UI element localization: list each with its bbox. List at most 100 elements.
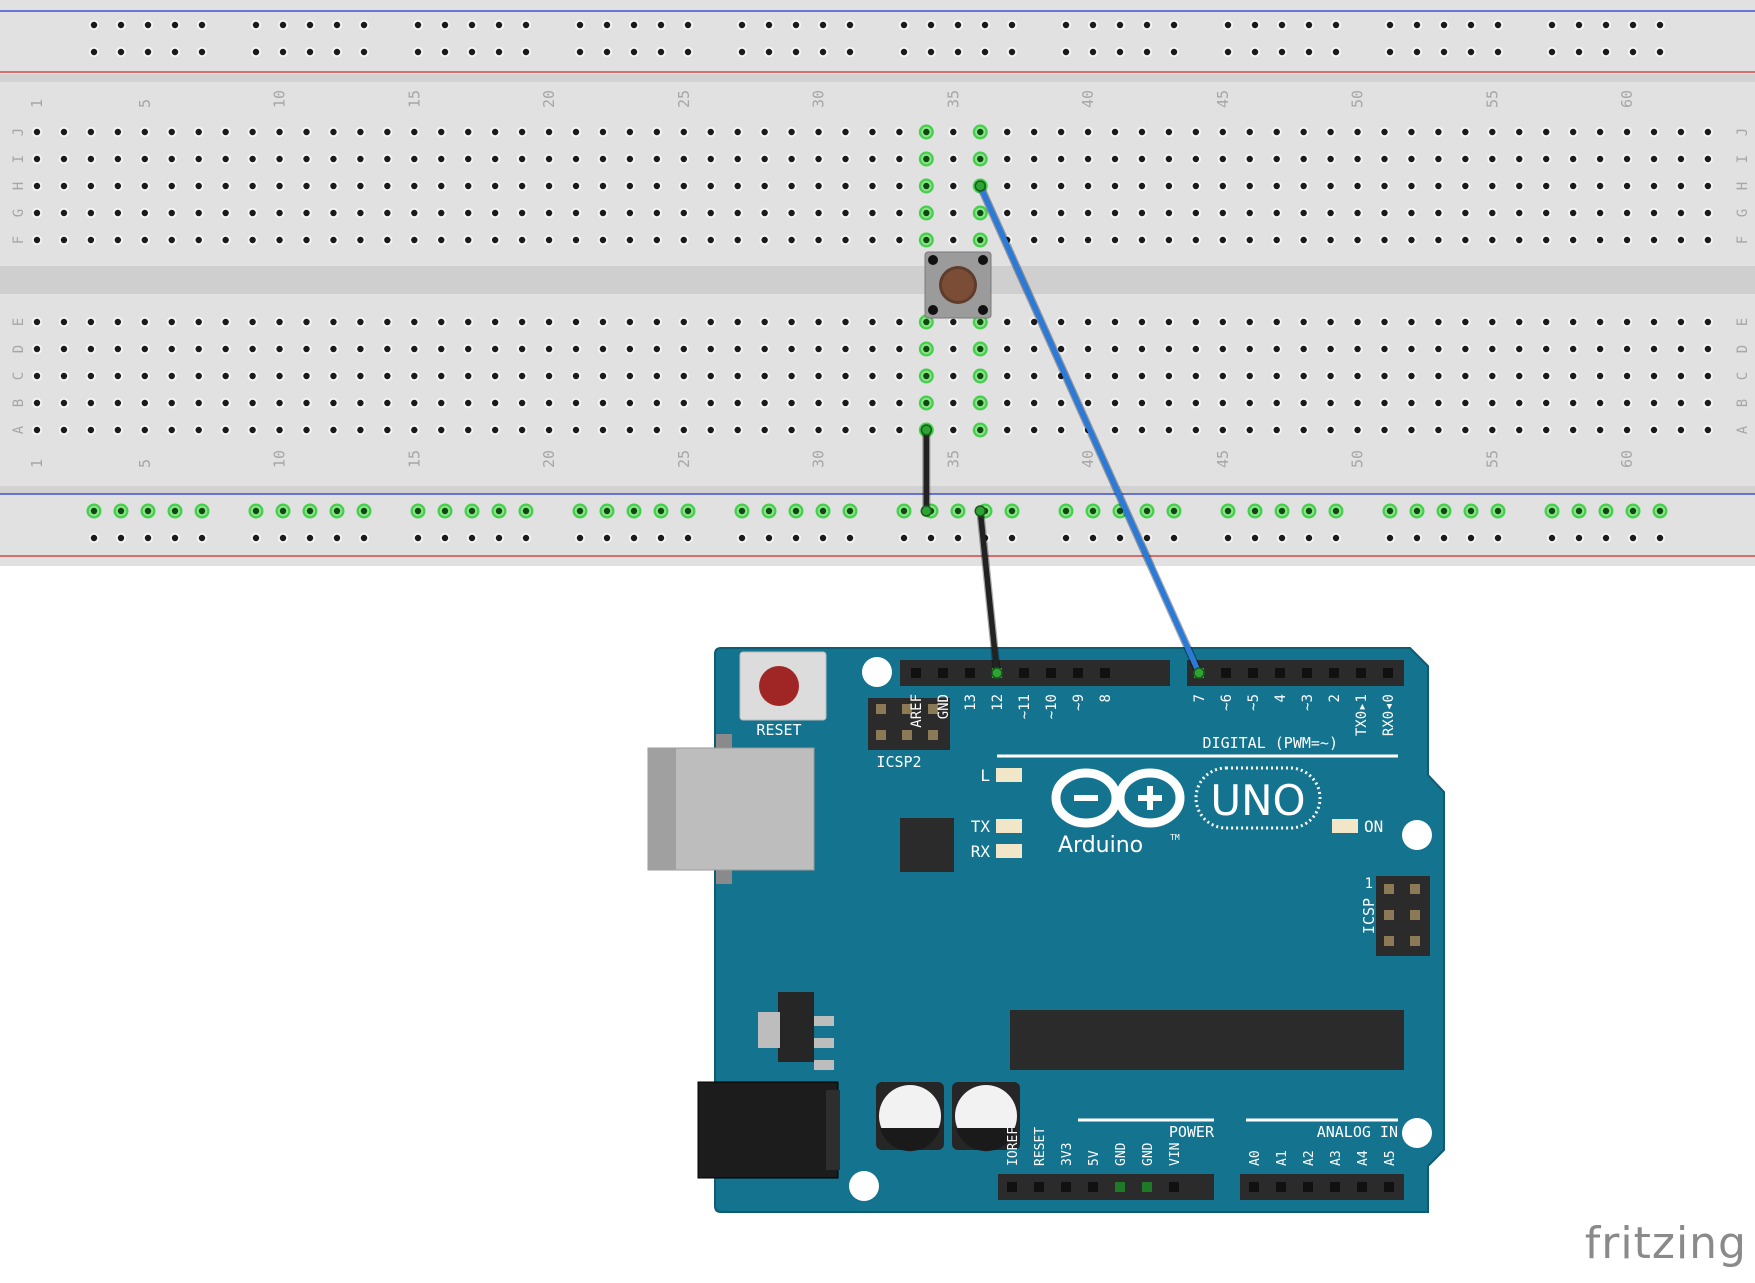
- hole-G43: [1165, 209, 1173, 217]
- rail-top-b-3-4: [684, 48, 692, 56]
- hole-H15: [411, 182, 418, 190]
- digital-socket-6: [1073, 668, 1083, 678]
- rail-top-a-7-3: [1305, 21, 1313, 29]
- rail-top-a-6-2: [1116, 21, 1124, 29]
- hole-H18: [491, 182, 499, 190]
- row-label-right-F: F: [1735, 236, 1751, 244]
- hole-D18: [491, 345, 499, 353]
- hole-E62: [1677, 318, 1685, 326]
- hole-A24: [653, 426, 661, 434]
- hole-C52: [1408, 372, 1415, 380]
- hole-A48: [1300, 426, 1307, 434]
- digital-socket-14: [1356, 668, 1366, 678]
- hole-C54: [1462, 372, 1469, 380]
- icsp-pin-0-2: [1384, 936, 1394, 946]
- hole-C45: [1219, 372, 1227, 380]
- hole-C13: [357, 372, 364, 380]
- hole-I41: [1111, 155, 1119, 163]
- hole-G24: [653, 209, 661, 217]
- rail-bottom-pos-4-0: [738, 534, 746, 542]
- black-jumper-wire-end-0: [920, 424, 933, 436]
- rail-top-a-5-3: [981, 21, 989, 29]
- rail-top-a-8-2: [1440, 21, 1448, 29]
- hole-H13: [357, 182, 364, 190]
- hole-B8: [222, 399, 229, 407]
- hole-G61: [1650, 209, 1658, 217]
- hole-I54: [1462, 155, 1469, 163]
- hole-F20: [545, 236, 553, 244]
- hole-C18: [491, 372, 499, 380]
- hole-A27: [734, 426, 741, 434]
- rail-top-b-2-0: [414, 48, 422, 56]
- digital-pin-label-5: ~10: [1044, 694, 1060, 719]
- hole-A53: [1435, 426, 1442, 434]
- rail-top-b-6-2: [1116, 48, 1124, 56]
- analog-socket-2: [1303, 1182, 1313, 1192]
- rail-top-b-4-4: [846, 48, 854, 56]
- hole-F57: [1543, 236, 1550, 244]
- hole-G40: [1084, 209, 1092, 217]
- hole-A35: [950, 426, 957, 434]
- hole-H11: [303, 182, 310, 190]
- hole-I1: [33, 155, 41, 163]
- hole-D2: [60, 345, 68, 353]
- hole-D37: [1004, 345, 1011, 353]
- rail-bottom-neg-9-2: [1602, 507, 1610, 515]
- digital-pin-label-2: 13: [963, 694, 979, 711]
- column-label-top-20: 20: [540, 90, 558, 108]
- hole-H63: [1704, 182, 1712, 190]
- hole-C16: [438, 372, 445, 380]
- hole-D62: [1677, 345, 1685, 353]
- hole-J43: [1165, 128, 1173, 136]
- hole-A10: [276, 426, 283, 434]
- hole-H19: [518, 182, 526, 190]
- hole-J47: [1273, 128, 1280, 136]
- hole-I24: [653, 155, 661, 163]
- reset-label: RESET: [756, 721, 801, 739]
- hole-A25: [680, 426, 687, 434]
- hole-E34: [923, 318, 930, 326]
- hole-A8: [222, 426, 229, 434]
- hole-B36: [977, 399, 984, 407]
- hole-C31: [842, 372, 849, 380]
- digital-pin-label-4: ~11: [1017, 694, 1033, 719]
- hole-C32: [869, 372, 876, 380]
- hole-G2: [60, 209, 68, 217]
- hole-H12: [330, 182, 337, 190]
- hole-B12: [330, 399, 337, 407]
- hole-H43: [1165, 182, 1173, 190]
- icsp2-pin-1-1: [902, 730, 912, 740]
- hole-B15: [411, 399, 418, 407]
- hole-J46: [1246, 128, 1253, 136]
- hole-H10: [276, 182, 283, 190]
- hole-A63: [1704, 426, 1712, 434]
- column-label-bottom-1: 1: [28, 459, 46, 468]
- rail-bottom-pos-6-3: [1143, 534, 1151, 542]
- digital-pin-label-6: ~9: [1071, 694, 1087, 711]
- blue-signal-wire-end-0: [974, 180, 986, 192]
- hole-H23: [626, 182, 634, 190]
- hole-H33: [896, 182, 903, 190]
- hole-D59: [1596, 345, 1604, 353]
- hole-G59: [1596, 209, 1604, 217]
- hole-G26: [707, 209, 714, 217]
- hole-C2: [60, 372, 68, 380]
- analog-socket-5: [1384, 1182, 1394, 1192]
- rail-bottom-neg-6-2: [1116, 507, 1124, 515]
- hole-G12: [330, 209, 337, 217]
- capacitor-stripe-1: [956, 1128, 1016, 1152]
- rail-top-b-5-0: [900, 48, 908, 56]
- row-label-right-G: G: [1735, 209, 1751, 217]
- hole-D49: [1327, 345, 1334, 353]
- hole-B62: [1677, 399, 1685, 407]
- hole-J38: [1030, 128, 1038, 136]
- row-label-left-I: I: [11, 155, 27, 163]
- rail-bottom-pos-0-0: [90, 534, 98, 542]
- hole-C14: [384, 372, 391, 380]
- fritzing-watermark: fritzing: [1584, 1218, 1747, 1269]
- hole-G58: [1569, 209, 1577, 217]
- rail-bottom-pos-2-1: [441, 534, 449, 542]
- dc-jack: [697, 1081, 839, 1179]
- hole-D33: [896, 345, 903, 353]
- rail-bottom-pos-8-0: [1386, 534, 1394, 542]
